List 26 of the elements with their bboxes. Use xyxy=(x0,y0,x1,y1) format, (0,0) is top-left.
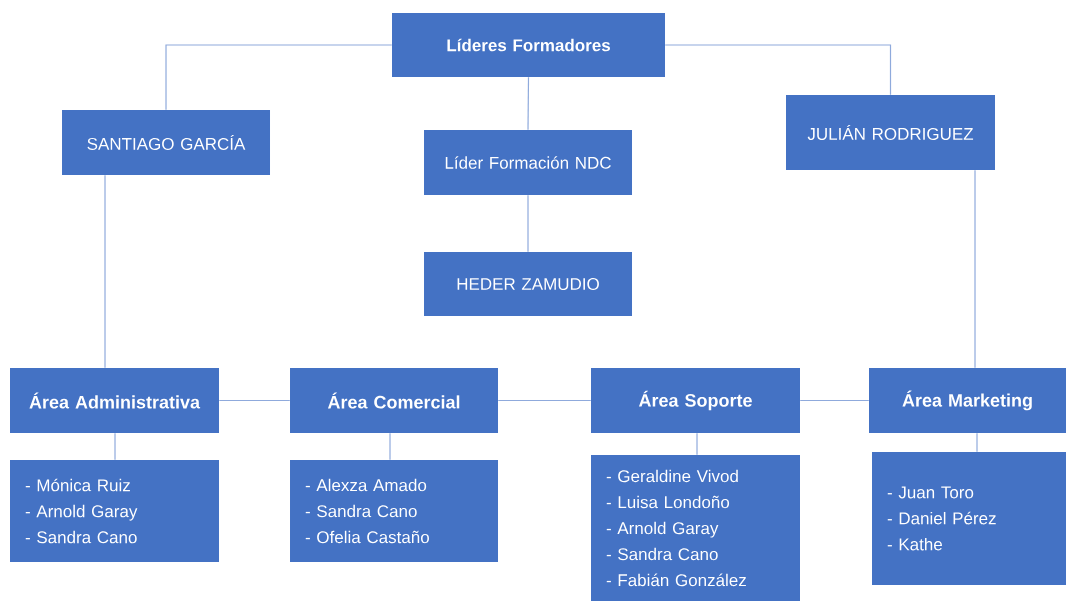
role-box: SANTIAGO GARCÍA xyxy=(62,110,270,175)
connector-line xyxy=(104,174,106,369)
connector-line xyxy=(165,44,393,111)
connector-line xyxy=(976,432,978,453)
area-box: Área Comercial xyxy=(290,368,498,433)
connector-line xyxy=(799,399,870,402)
connector-line xyxy=(497,399,592,402)
name-list-box: - Mónica Ruiz - Arnold Garay - Sandra Cano xyxy=(10,460,219,562)
role-box: Líderes Formadores xyxy=(392,13,665,77)
connector-line xyxy=(218,399,291,402)
connector-line xyxy=(527,194,529,253)
area-box: Área Administrativa xyxy=(10,368,219,433)
name-list-box: - Geraldine Vivod - Luisa Londoño - Arnold Garay - Sandra Cano - Fabián González xyxy=(591,455,800,601)
role-box: Líder Formación NDC xyxy=(424,130,632,195)
name-list-box: - Alexza Amado - Sandra Cano - Ofelia Castaño xyxy=(290,460,498,562)
role-box: JULIÁN RODRIGUEZ xyxy=(786,95,995,170)
role-box: HEDER ZAMUDIO xyxy=(424,252,632,316)
connector-line xyxy=(114,432,116,461)
connector-line xyxy=(974,169,976,369)
area-box: Área Marketing xyxy=(869,368,1066,433)
connector-line xyxy=(527,76,530,131)
connector-line xyxy=(664,44,892,96)
connector-line xyxy=(389,432,391,461)
name-list-box: - Juan Toro - Daniel Pérez - Kathe xyxy=(872,452,1066,585)
area-box: Área Soporte xyxy=(591,368,800,433)
connector-line xyxy=(696,432,698,456)
